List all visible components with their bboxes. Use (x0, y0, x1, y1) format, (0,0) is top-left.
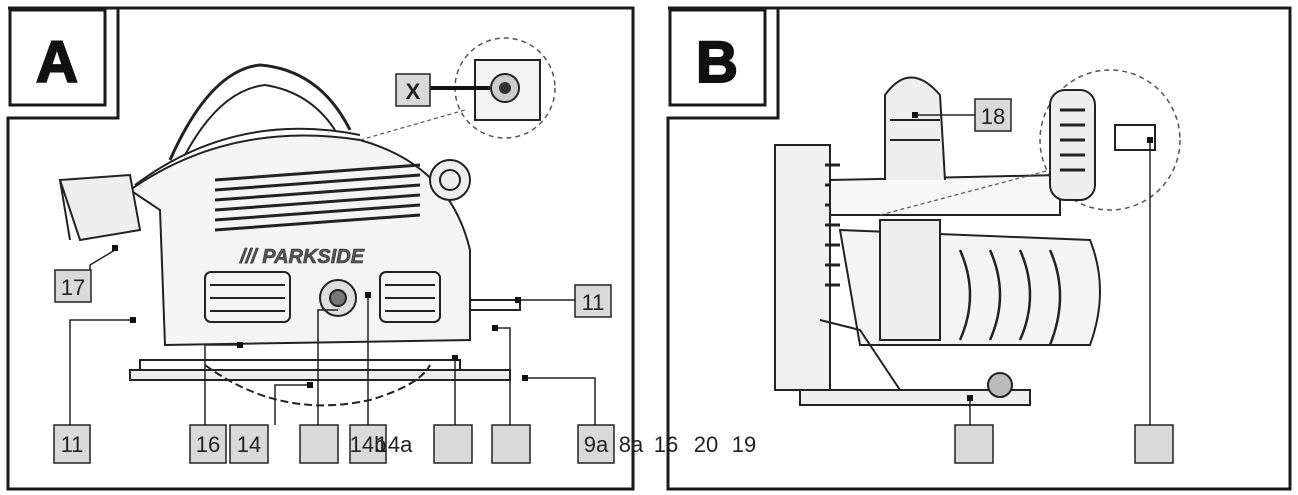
panel-b-frame (666, 6, 1292, 491)
svg-text:16: 16 (196, 432, 220, 457)
label-8a: 8a (619, 432, 644, 457)
svg-text:11: 11 (582, 290, 605, 315)
svg-text:14: 14 (237, 432, 261, 457)
svg-text:11: 11 (61, 432, 84, 457)
circular-saw-rear-view (774, 76, 1101, 406)
leader-lines-a (69, 249, 596, 425)
svg-text:17: 17 (61, 275, 85, 300)
label-16: 16 (189, 424, 227, 464)
label-16b: 16 (654, 432, 678, 457)
label-empty-b2 (1134, 424, 1174, 464)
svg-text:18: 18 (981, 104, 1005, 129)
brand-logo: /// PARKSIDE (239, 246, 365, 268)
label-x: X (395, 73, 431, 107)
svg-text:20: 20 (694, 432, 718, 457)
label-empty-a3 (491, 424, 531, 464)
label-empty-a1 (299, 424, 339, 464)
panel-a: A (6, 6, 756, 491)
label-11-left: 11 (53, 424, 91, 464)
panel-a-frame (6, 6, 635, 491)
panel-a-letter-box (8, 8, 107, 107)
svg-text:14a: 14a (376, 432, 413, 457)
svg-text:14b: 14b (350, 432, 387, 457)
svg-text:9a: 9a (584, 432, 609, 457)
label-18: 18 (974, 98, 1012, 132)
label-empty-b1 (954, 424, 994, 464)
label-19: 19 (732, 432, 756, 457)
circular-saw-side-view (58, 63, 521, 407)
label-empty-a2 (433, 424, 473, 464)
svg-text:X: X (406, 79, 421, 104)
svg-text:19: 19 (732, 432, 756, 457)
label-9a: 9a (577, 424, 615, 464)
svg-text:8a: 8a (619, 432, 644, 457)
label-17: 17 (54, 269, 92, 303)
panel-b-letter: B (696, 30, 738, 95)
label-14b: 14b (349, 424, 387, 464)
svg-text:16: 16 (654, 432, 678, 457)
label-14a: 14a (376, 432, 413, 457)
label-14: 14 (229, 424, 269, 464)
leader-lines-b (915, 114, 1151, 425)
panel-b: B (666, 6, 1292, 491)
label-11-right: 11 (574, 284, 612, 318)
label-20: 20 (694, 432, 718, 457)
panel-a-letter: A (36, 30, 78, 95)
panel-b-letter-box (668, 8, 767, 107)
